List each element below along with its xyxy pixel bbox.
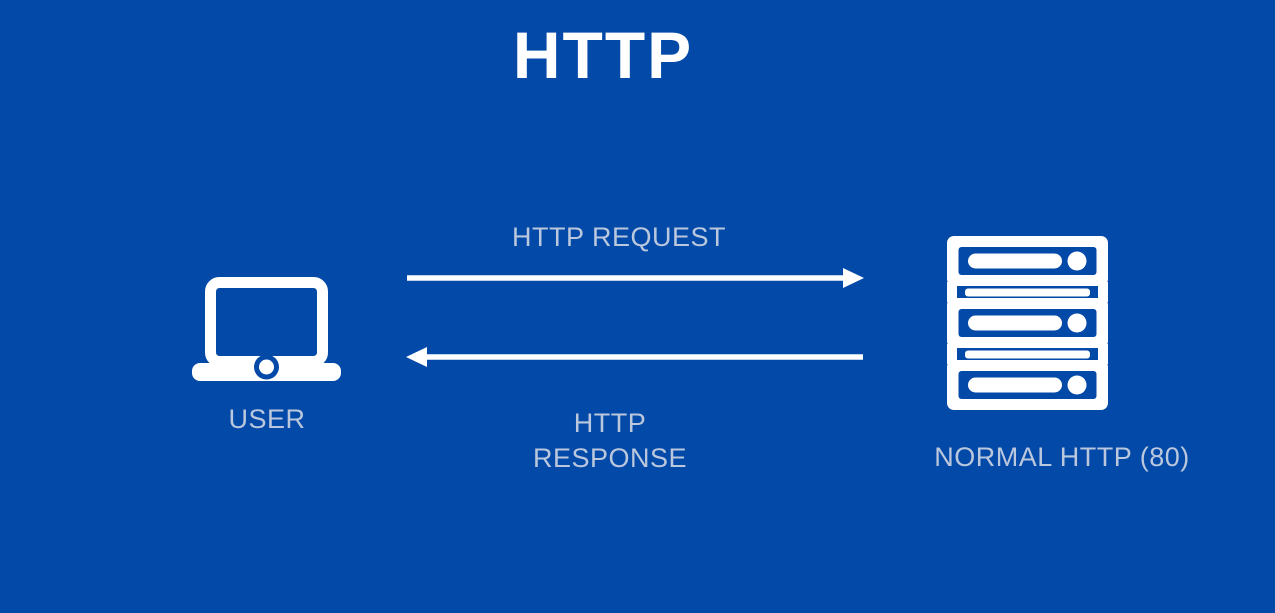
client-label: USER [228, 404, 306, 434]
response-label: HTTP RESPONSE [532, 408, 688, 473]
server-label: NORMAL HTTP (80) [934, 442, 1190, 472]
request-arrow [407, 268, 864, 288]
server-stack-icon [947, 236, 1108, 410]
response-arrow [406, 347, 863, 367]
request-label: HTTP REQUEST [511, 222, 727, 252]
page-title: HTTP [512, 18, 694, 92]
laptop-icon [192, 277, 341, 381]
